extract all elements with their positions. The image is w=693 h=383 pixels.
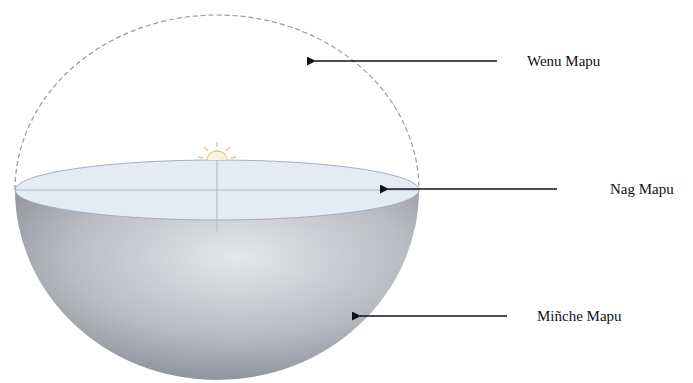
region-label: Wenu Mapu: [527, 52, 600, 70]
sun-symbol: [198, 142, 236, 160]
leader-arrow: [388, 188, 557, 189]
region-label: Miñche Mapu: [537, 307, 622, 325]
leader-arrow: [315, 60, 497, 61]
region-label: Nag Mapu: [610, 180, 674, 198]
leader-arrow: [360, 315, 507, 316]
disk-axis: [217, 160, 218, 232]
